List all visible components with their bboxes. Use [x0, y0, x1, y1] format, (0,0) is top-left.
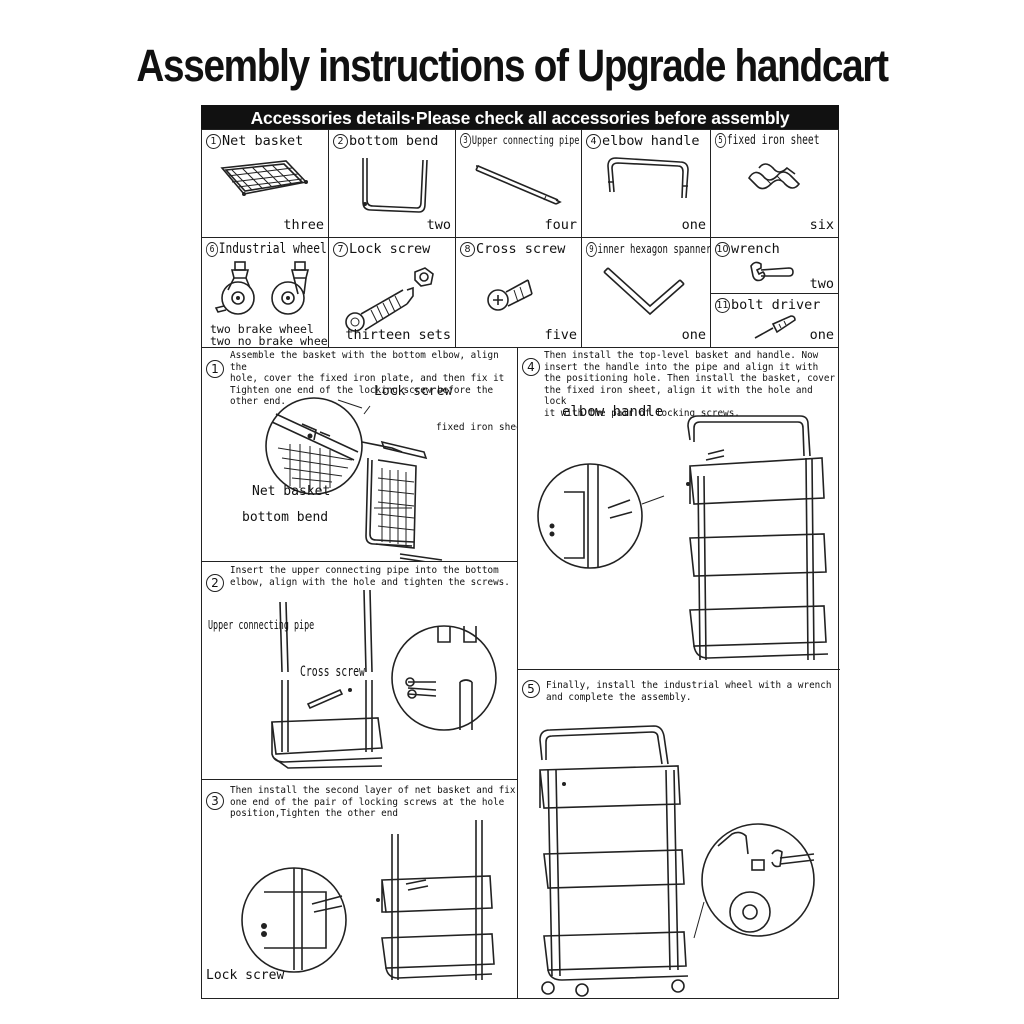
accessory-number: 9	[586, 242, 597, 257]
step-number: 2	[206, 574, 224, 592]
step-4-illustration	[537, 415, 829, 661]
cross-screw-icon	[487, 279, 533, 311]
accessories-banner: Accessories details·Please check all acc…	[201, 105, 839, 129]
accessory-name: bolt driver	[731, 297, 821, 313]
step-number: 5	[522, 680, 540, 698]
step-instructions: Then install the second layer of net bas…	[230, 785, 516, 819]
accessory-number: 7	[333, 242, 348, 257]
label-lock-screw: Lock screw	[374, 384, 453, 399]
accessory-name: wrench	[731, 241, 780, 257]
accessory-name: elbow handle	[602, 133, 700, 149]
label-cross-screw: Cross screw	[300, 664, 365, 680]
accessory-qty: one	[681, 327, 706, 343]
screwdriver-icon	[754, 315, 796, 339]
accessory-name: Lock screw	[349, 241, 431, 257]
accessory-name: Upper connecting pipe	[471, 133, 580, 147]
accessory-number: 11	[715, 298, 730, 313]
accessory-number: 4	[586, 134, 601, 149]
step-1-panel: 1 Assemble the basket with the bottom el…	[202, 348, 518, 562]
label-elbow-handle: elbow handle	[562, 404, 664, 420]
step-2-panel: 2 Insert the upper connecting pipe into …	[202, 562, 518, 780]
wheel-icon	[214, 261, 310, 315]
step-5-panel: 5 Finally, install the industrial wheel …	[518, 670, 840, 998]
accessory-name: fixed iron sheet	[726, 133, 820, 148]
page-title: Assembly instructions of Upgrade handcar…	[136, 40, 889, 91]
elbow-handle-icon	[607, 157, 689, 199]
step-number: 3	[206, 792, 224, 810]
accessory-qty: four	[544, 217, 577, 233]
lock-screw-icon	[345, 267, 434, 332]
label-net-basket: Net basket	[252, 484, 331, 499]
accessory-name: Cross screw	[476, 241, 566, 257]
label-bottom-bend: bottom bend	[242, 510, 329, 525]
net-basket-icon	[220, 160, 308, 196]
step-instructions: Finally, install the industrial wheel wi…	[546, 680, 832, 703]
hex-spanner-icon	[603, 267, 685, 316]
step-4-panel: 4 Then install the top-level basket and …	[518, 348, 840, 670]
wrench-icon	[750, 261, 794, 282]
accessory-qty: one	[681, 217, 706, 233]
step-number: 1	[206, 360, 224, 378]
accessory-name: Net basket	[222, 133, 304, 149]
accessory-qty: two	[809, 276, 834, 292]
step-3-panel: 3 Then install the second layer of net b…	[202, 780, 518, 998]
accessory-number: 3	[460, 133, 472, 148]
accessory-number: 10	[715, 242, 730, 257]
accessory-qty: two brake wheel	[210, 322, 314, 336]
accessory-qty: thirteen sets	[345, 327, 451, 343]
label-lock-screw: Lock screw	[206, 968, 285, 983]
accessory-qty: three	[283, 217, 324, 233]
step-3-illustration	[241, 820, 495, 980]
accessory-number: 5	[715, 133, 727, 148]
step-5-illustration	[539, 725, 815, 997]
step-1-illustration	[265, 397, 443, 561]
step-number: 4	[522, 358, 540, 376]
accessory-qty: two	[426, 217, 451, 233]
step-instructions: Assemble the basket with the bottom elbo…	[230, 350, 505, 407]
accessory-name: inner hexagon spanner	[597, 241, 711, 256]
connecting-pipe-icon	[475, 165, 562, 205]
bottom-bend-icon	[362, 158, 428, 213]
accessory-number: 1	[206, 134, 221, 149]
label-upper-connecting-pipe: Upper connecting pipe	[208, 618, 315, 632]
step-instructions: Insert the upper connecting pipe into th…	[230, 565, 510, 588]
accessory-number: 2	[333, 134, 348, 149]
accessory-qty: one	[809, 327, 834, 343]
step-2-illustration	[271, 589, 497, 769]
accessory-qty: six	[809, 217, 834, 233]
iron-sheet-icon	[747, 163, 801, 190]
step-instructions: Then install the top-level basket and ha…	[544, 350, 836, 419]
accessory-name: bottom bend	[349, 133, 439, 149]
label-fixed-iron-sheet: fixed iron sheet	[436, 422, 517, 433]
accessory-name: Industrial wheel	[218, 241, 327, 257]
accessory-qty: five	[544, 327, 577, 343]
accessory-number: 6	[206, 242, 218, 257]
accessory-qty: two no brake wheel	[210, 334, 329, 348]
accessory-number: 8	[460, 242, 475, 257]
